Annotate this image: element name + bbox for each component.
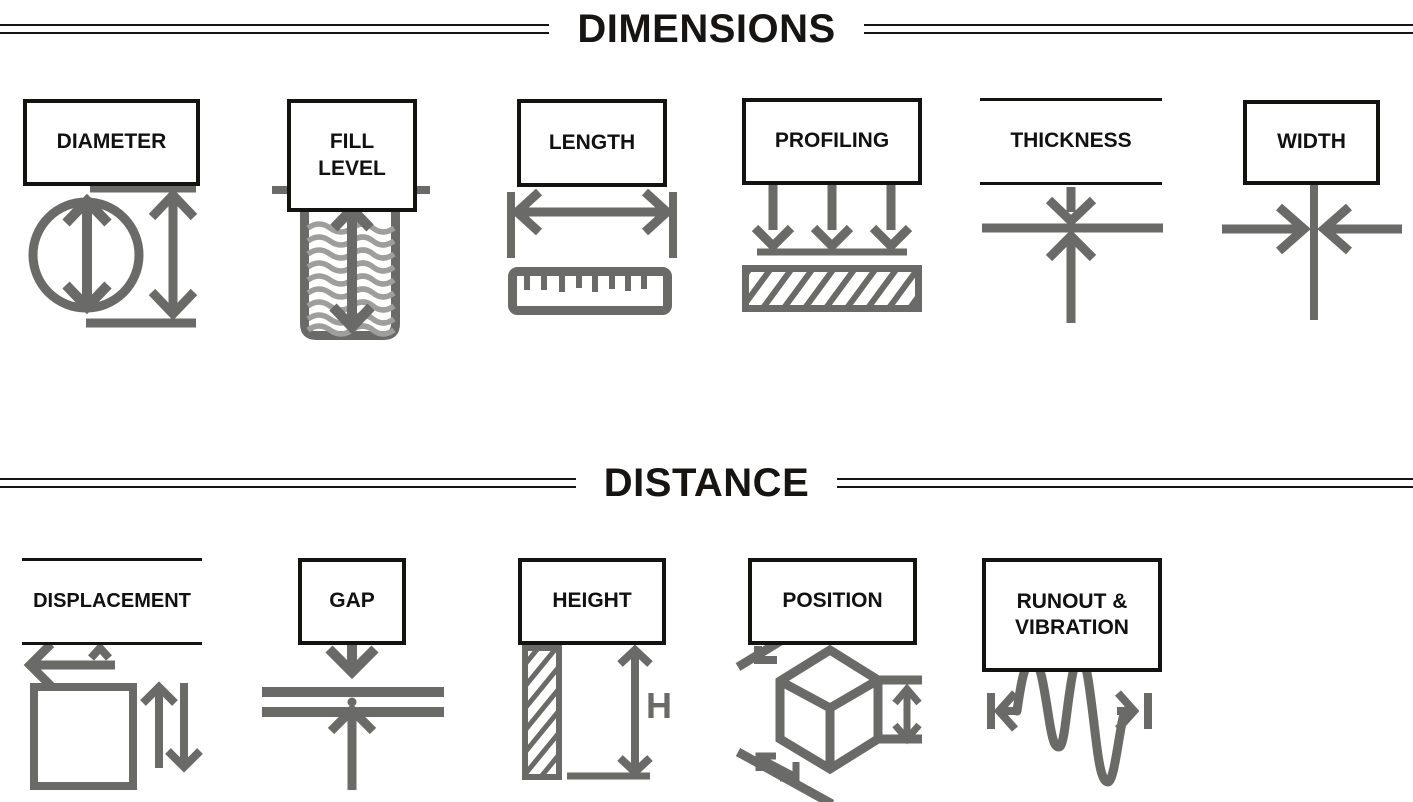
section-title-dimensions: DIMENSIONS	[577, 6, 836, 51]
gap-icon	[262, 640, 444, 790]
label-position: POSITION	[748, 558, 917, 645]
height-annotation: H	[646, 685, 672, 726]
label-runout-vibration: RUNOUT & VIBRATION	[982, 558, 1162, 672]
diameter-icon	[28, 185, 198, 328]
item-position: POSITION	[730, 510, 930, 802]
item-gap: GAP	[255, 510, 450, 802]
label-gap: GAP	[298, 558, 406, 645]
distance-header: DISTANCE	[0, 460, 1413, 506]
decorative-double-line	[0, 24, 550, 34]
width-icon	[1222, 184, 1402, 320]
length-icon	[507, 188, 677, 315]
label-width: WIDTH	[1243, 100, 1380, 185]
fill-level-icon	[272, 180, 430, 340]
section-title-distance: DISTANCE	[603, 460, 810, 505]
position-icon	[735, 619, 922, 802]
item-length: LENGTH	[495, 60, 690, 345]
item-width: WIDTH	[1210, 60, 1413, 345]
dimensions-header: DIMENSIONS	[0, 6, 1413, 52]
decorative-double-line	[837, 478, 1413, 488]
decorative-double-line	[0, 478, 576, 488]
label-fill-level: FILL LEVEL	[287, 99, 417, 212]
item-profiling: PROFILING	[730, 60, 930, 345]
label-profiling: PROFILING	[742, 98, 922, 185]
item-displacement: DISPLACEMENT	[10, 510, 220, 802]
decorative-double-line	[863, 24, 1413, 34]
label-displacement: DISPLACEMENT	[22, 558, 202, 645]
label-height: HEIGHT	[518, 558, 666, 645]
label-thickness: THICKNESS	[980, 98, 1162, 185]
item-diameter: DIAMETER	[10, 60, 220, 345]
displacement-icon	[23, 640, 203, 790]
label-length: LENGTH	[517, 99, 667, 187]
thickness-icon	[982, 187, 1163, 323]
label-diameter: DIAMETER	[23, 99, 200, 186]
height-icon: H	[522, 644, 672, 780]
item-height: H HEIGHT	[495, 510, 690, 802]
item-runout-vibration: RUNOUT & VIBRATION	[965, 510, 1175, 802]
profiling-icon	[742, 182, 922, 312]
item-fill-level: FILL LEVEL	[260, 60, 440, 345]
item-thickness: THICKNESS	[968, 60, 1174, 345]
